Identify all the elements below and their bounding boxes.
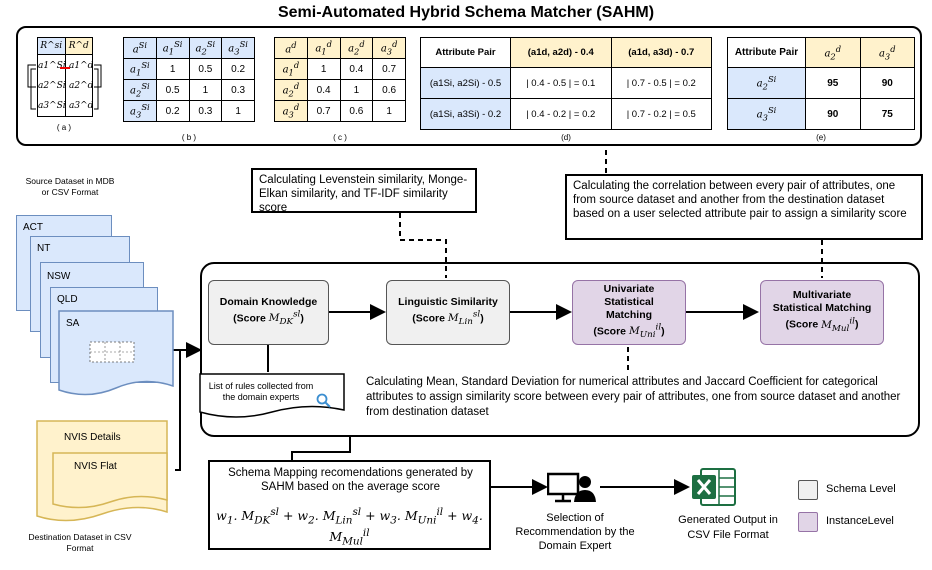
panel-a-caption: ( a ) [56,123,72,132]
file-label: NVIS Flat [74,461,117,472]
domain-knowledge-label: Domain Knowledge [219,295,318,308]
file-label: ACT [23,222,43,233]
file-label: SA [66,318,80,329]
attr-a2-source: a2^Si [38,81,66,91]
univariate-matching-step: Univariate Statistical Matching (Score M… [572,280,686,345]
univariate-matching-label: Univariate Statistical Matching [603,282,655,321]
output-text: Generated Output in CSV File Format [678,514,778,541]
table-cell: 75 [859,98,915,130]
table-cell: | 0.7 - 0.2 | = 0.5 [610,98,712,130]
matrix-cell: 1 [372,100,406,122]
panel-c-caption: ( c ) [333,133,347,142]
score-label: Score [415,312,445,325]
score-label: Score [236,312,266,325]
table-cell: 90 [805,98,861,130]
file-label: NSW [47,271,71,282]
correlation-callout: Calculating the correlation between ever… [565,174,923,240]
panel-b-caption: ( b ) [181,133,197,142]
table-cell: | 0.7 - 0.5 | = 0.2 [610,67,712,99]
row-header: (a1Si, a3Si) - 0.2 [420,98,511,130]
source-file-sa [58,310,174,396]
selection-text: Selection of Recommendation by the Domai… [515,512,635,552]
match-link [60,67,70,69]
domain-expert-icon [547,472,596,503]
panel-e-caption: (e) [816,133,826,142]
table-cell: | 0.4 - 0.2 | = 0.2 [510,98,612,130]
linguistic-methods-callout: Calculating Levenstein similarity, Monge… [251,168,477,214]
file-label: NVIS Details [64,432,121,443]
attr-a1-dest: a1^d [69,61,94,71]
example-panel [16,26,922,146]
average-score-formula: w1. MDKsl + w2. MLinsl + w3. MUniil + w4… [216,506,483,548]
matrix-cell: 0.2 [155,100,190,122]
diagram-title: Semi-Automated Hybrid Schema Matcher (SA… [277,4,655,21]
table-header: Attribute Pair [420,37,511,68]
attr-a1-source: a1^Si [38,61,66,71]
file-label: QLD [57,294,78,305]
schema-mapping-box: Schema Mapping recomendations generated … [208,460,491,550]
matching-process-panel [200,262,920,437]
legend-label: InstanceLevel [826,515,894,527]
multivariate-matching-step: Multivariate Statistical Matching (Score… [760,280,884,345]
rules-text: List of rules collected from the domain … [208,381,314,402]
matrix-cell: 1 [221,100,255,122]
destination-dataset-label: Destination Dataset in CSV Format [28,532,132,553]
schema-level-swatch [798,480,818,500]
source-relation-header: R^si [38,38,66,54]
correlation-arrows [27,64,102,110]
spreadsheet-icon [692,468,736,506]
row-header: (a1Si, a2Si) - 0.5 [420,67,511,99]
legend: Schema Level InstanceLevel [798,480,918,540]
destination-file-flat [52,452,168,509]
search-icon [316,393,331,408]
score-label: Score [789,318,819,331]
attr-a2-dest: a2^d [69,81,94,91]
file-label: NT [37,243,51,254]
attr-a3-source: a3^Si [38,101,66,111]
score-label: Score [596,325,627,338]
table-header: Attribute Pair [727,37,806,68]
pair-difference-table: Attribute Pair(a1d, a2d) - 0.4(a1d, a3d)… [420,37,712,130]
univariate-description: Calculating Mean, Standard Deviation for… [366,376,901,418]
attr-a3-dest: a3^d [69,101,94,111]
domain-knowledge-step: Domain Knowledge (Score MDKsl) [208,280,329,345]
table-header: (a1d, a2d) - 0.4 [510,37,612,68]
linguistic-similarity-label: Linguistic Similarity [398,295,498,308]
mapping-text: Schema Mapping recomendations generated … [228,467,473,493]
instance-level-swatch [798,512,818,532]
panel-d-caption: (d) [561,133,571,142]
legend-label: Schema Level [826,483,896,495]
source-dataset-label: Source Dataset in MDB or CSV Format [25,176,115,197]
table-header: (a1d, a3d) - 0.7 [610,37,712,68]
rules-document [199,373,345,418]
table-cell: 90 [859,67,915,99]
destination-relation-header: R^d [65,38,92,54]
panel-a: R^si R^d a1^Si a2^Si a3^Si a1^d a2^d a3^… [24,37,104,132]
linguistic-similarity-step: Linguistic Similarity (Score MLinsl) [386,280,510,345]
multivariate-matching-label: Multivariate Statistical Matching [772,289,872,315]
